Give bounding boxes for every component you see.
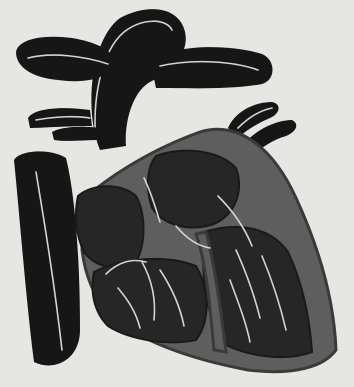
left-atrium (148, 151, 239, 228)
pulmonary-artery-left (16, 37, 116, 81)
pulmonary-artery-right (150, 47, 273, 88)
right-atrium (76, 186, 144, 267)
vena-cava (14, 151, 80, 365)
pulmonary-veins-left (28, 108, 100, 141)
